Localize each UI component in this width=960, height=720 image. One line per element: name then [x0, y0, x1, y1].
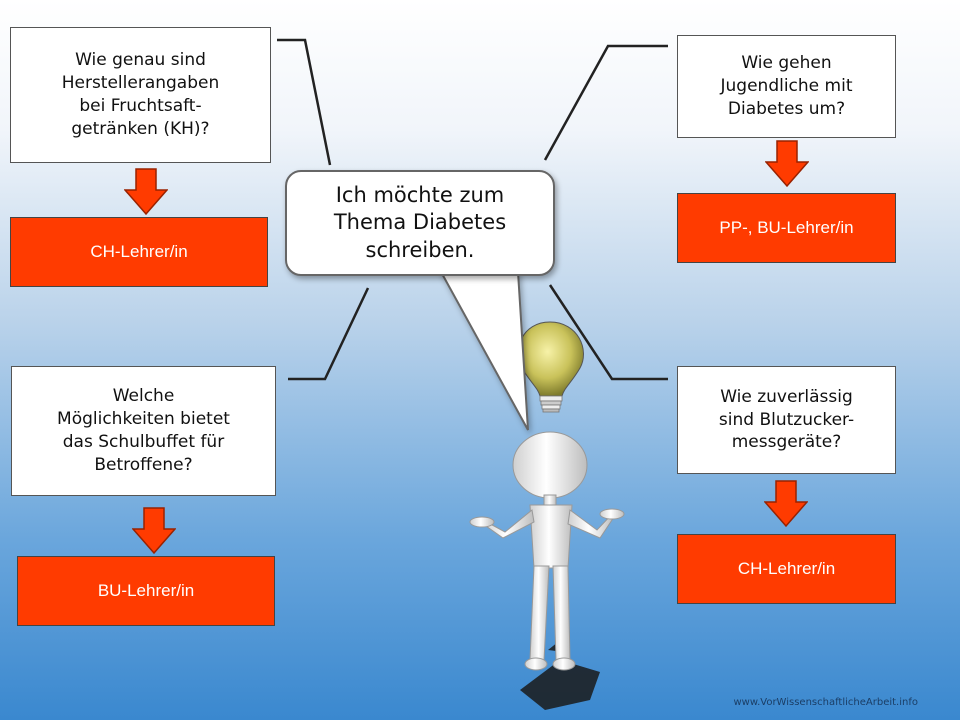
question-box-school-buffet: Welche Möglichkeiten bietet das Schulbuf…: [11, 366, 276, 496]
role-label: CH-Lehrer/in: [90, 242, 188, 261]
question-line: Welche: [112, 386, 175, 407]
question-box-teens-diabetes: Wie gehen Jugendliche mit Diabetes um?: [677, 35, 896, 138]
question-line: Wie genau sind: [75, 50, 206, 71]
role-label: BU-Lehrer/in: [97, 581, 195, 600]
arrow-down-icon: [764, 480, 808, 528]
stick-figure-icon: [469, 431, 625, 671]
arrow-down-icon: [132, 507, 176, 555]
question-line: getränken (KH)?: [71, 118, 210, 139]
bubble-line: Thema Diabetes: [333, 210, 507, 235]
footer-url: www.VorWissenschaftlicheArbeit.info: [733, 697, 918, 708]
question-line: sind Blutzucker-: [718, 409, 855, 430]
question-line: das Schulbuffet für: [62, 432, 225, 452]
connector-lines: [277, 38, 668, 381]
bubble-line: Ich möchte zum: [335, 183, 505, 208]
question-line: bei Fruchtsaft-: [79, 96, 202, 116]
lightbulb-icon: [517, 321, 584, 413]
question-line: messgeräte?: [731, 432, 842, 453]
role-box-pp-bu-teacher: PP-, BU-Lehrer/in: [677, 193, 896, 263]
question-line: Jugendliche mit: [720, 76, 853, 97]
speech-bubble: Ich möchte zum Thema Diabetes schreiben.: [285, 170, 555, 276]
bubble-line: schreiben.: [365, 237, 475, 262]
speech-bubble-tail: [438, 268, 529, 431]
role-label: PP-, BU-Lehrer/in: [719, 218, 854, 237]
arrow-down-icon: [765, 140, 809, 188]
role-box-ch-teacher-2: CH-Lehrer/in: [677, 534, 896, 604]
connector-bottom-right: [548, 284, 668, 381]
question-line: Wie gehen: [741, 53, 832, 74]
role-box-bu-teacher: BU-Lehrer/in: [17, 556, 275, 626]
question-box-glucose-meters: Wie zuverlässig sind Blutzucker- messger…: [677, 366, 896, 474]
role-box-ch-teacher: CH-Lehrer/in: [10, 217, 268, 287]
question-line: Betroffene?: [94, 454, 193, 475]
connector-top-left: [277, 38, 332, 166]
connector-top-right: [543, 44, 668, 161]
question-line: Möglichkeiten bietet: [57, 409, 230, 430]
question-line: Diabetes um?: [727, 98, 846, 119]
question-box-fruit-juice: Wie genau sind Herstellerangaben bei Fru…: [10, 27, 271, 163]
question-line: Herstellerangaben: [61, 73, 220, 94]
arrow-down-icon: [124, 168, 168, 216]
role-label: CH-Lehrer/in: [737, 559, 836, 578]
question-line: Wie zuverlässig: [720, 386, 853, 407]
connector-bottom-left: [288, 287, 370, 381]
